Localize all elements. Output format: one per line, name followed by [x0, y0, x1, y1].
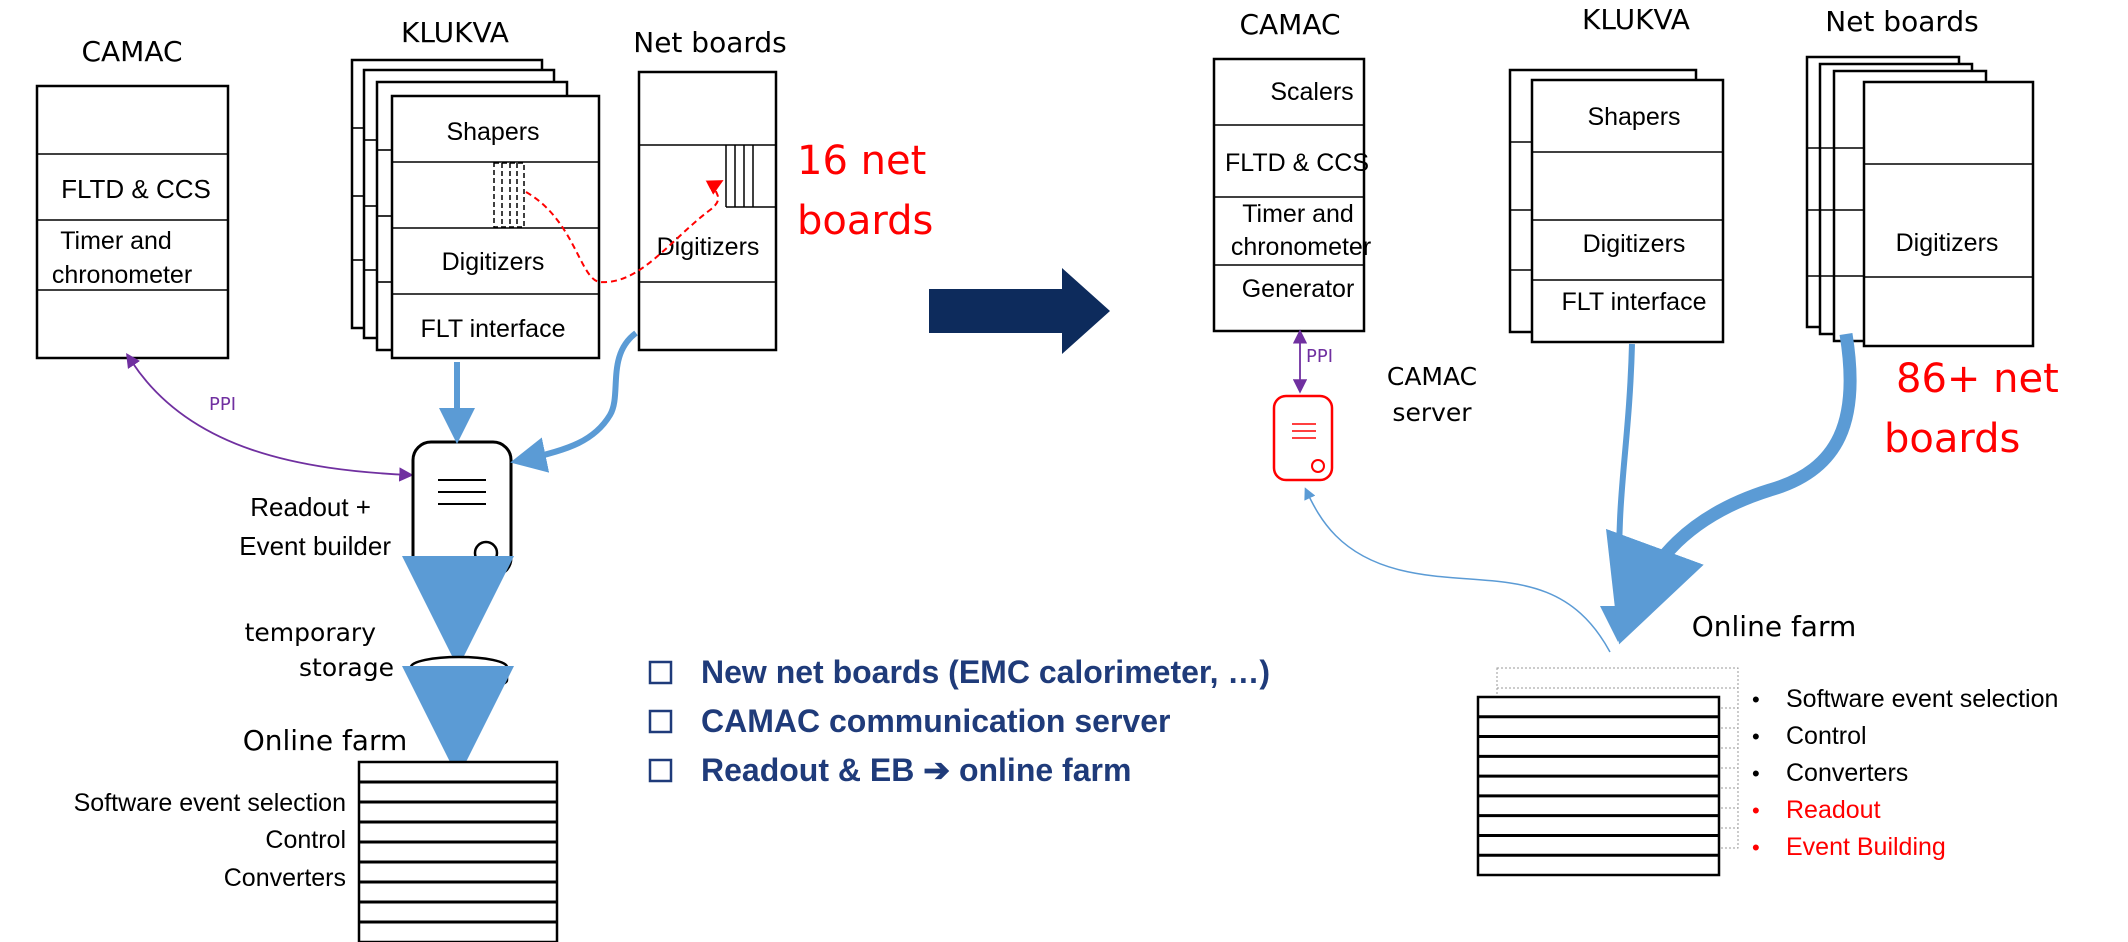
left-net-channel-lines [725, 145, 776, 208]
bullet-text-1: CAMAC communication server [701, 703, 1170, 739]
left-storage-disk-icon [409, 655, 509, 692]
farm-to-camac-server-connection [1304, 487, 1611, 653]
left-klukva-channel-lines [493, 162, 525, 228]
right-ppi-label: PPI [1306, 346, 1333, 367]
right-farm-item-1: Control [1786, 722, 1867, 750]
right-klukva-digitizers-label: Digitizers [1583, 230, 1686, 258]
left-readout-label-line1: Readout + [250, 492, 371, 522]
right-klukva-shapers-label: Shapers [1587, 103, 1680, 131]
left-net-digitizers-label: Digitizers [657, 233, 760, 261]
right-klukva-stack: KLUKVA Shapers Digitizers FLT interface [1508, 3, 1725, 344]
left-klukva-stack: KLUKVA Shapers Digitizers FLT interface [350, 16, 601, 360]
left-readout-server-icon [411, 440, 513, 578]
bullet-dot-icon: • [1752, 798, 1760, 823]
left-farm-item-1: Control [265, 826, 346, 854]
right-farm-item-3: Readout [1786, 796, 1881, 824]
right-klukva-flt-interface-label: FLT interface [1562, 288, 1707, 316]
bullet-checkbox-icon [648, 660, 673, 685]
right-net-boards-title: Net boards [1825, 5, 1979, 38]
left-storage-label-line2: storage [299, 653, 394, 682]
right-online-farm-title: Online farm [1692, 610, 1857, 643]
right-camac-title: CAMAC [1239, 8, 1340, 41]
bullet-checkbox-icon [648, 758, 673, 783]
left-farm-item-0: Software event selection [74, 789, 346, 817]
right-farm-item-4: Event Building [1786, 833, 1946, 861]
bullet-list: New net boards (EMC calorimeter, …) CAMA… [648, 654, 1270, 788]
right-net-digitizers-label: Digitizers [1896, 229, 1999, 257]
transition-arrow [929, 268, 1110, 354]
bullet-dot-icon: • [1752, 761, 1760, 786]
right-net-to-farm-arrow [1606, 332, 1857, 645]
right-farm-item-list: • Software event selection • Control • Conver… [1752, 685, 2058, 861]
bullet-checkbox-icon [648, 709, 673, 734]
left-storage-label-line1: temporary [245, 618, 377, 647]
left-klukva-digitizers-label: Digitizers [442, 248, 545, 276]
left-klukva-title: KLUKVA [401, 16, 509, 49]
bullet-text-2: Readout & EB ➔ online farm [701, 752, 1131, 788]
bullet-dot-icon: • [1752, 835, 1760, 860]
left-ppi-connection [126, 352, 414, 482]
right-farm-item-2: Converters [1786, 759, 1908, 787]
right-online-farm-stack [1476, 695, 1721, 877]
camac-server-label-line1: CAMAC [1387, 362, 1477, 391]
camac-server-icon [1272, 394, 1334, 482]
right-klukva-title: KLUKVA [1582, 3, 1690, 36]
right-camac-scalers-label: Scalers [1270, 78, 1353, 106]
left-ppi-label: PPI [209, 394, 236, 415]
bullet-item-2: Readout & EB ➔ online farm [648, 752, 1131, 788]
left-net-count-line2: boards [797, 198, 933, 244]
left-net-board: Net boards Digitizers [633, 26, 787, 352]
left-klukva-shapers-label: Shapers [446, 118, 539, 146]
right-net-board-stack: Net boards Digitizers [1805, 5, 2035, 348]
right-klukva-to-farm-arrow [1600, 343, 1637, 642]
left-klukva-flt-interface-label: FLT interface [421, 315, 566, 343]
left-online-farm-stack [357, 760, 559, 942]
bullet-item-0: New net boards (EMC calorimeter, …) [648, 654, 1270, 690]
right-net-count-line1: 86+ net [1896, 356, 2059, 402]
left-net-boards-title: Net boards [633, 26, 787, 59]
bullet-item-1: CAMAC communication server [648, 703, 1170, 739]
right-net-count-line2: boards [1884, 416, 2020, 462]
left-farm-item-2: Converters [224, 864, 346, 892]
left-readout-label-line2: Event builder [239, 531, 391, 561]
left-red-dashed-connection [525, 180, 724, 284]
right-camac-generator-label: Generator [1242, 275, 1355, 303]
right-farm-item-0: Software event selection [1786, 685, 2058, 713]
left-camac-fltd-label: FLTD & CCS [61, 174, 211, 204]
left-net-to-readout-arrow [510, 330, 638, 473]
bullet-dot-icon: • [1752, 687, 1760, 712]
bullet-dot-icon: • [1752, 724, 1760, 749]
right-camac-fltd-label: FLTD & CCS [1225, 149, 1369, 177]
left-net-count-line1: 16 net [797, 138, 926, 184]
left-camac-title: CAMAC [81, 35, 182, 68]
left-online-farm-title: Online farm [243, 724, 408, 757]
bullet-text-0: New net boards (EMC calorimeter, …) [701, 654, 1270, 690]
camac-server-label-line2: server [1392, 398, 1472, 427]
